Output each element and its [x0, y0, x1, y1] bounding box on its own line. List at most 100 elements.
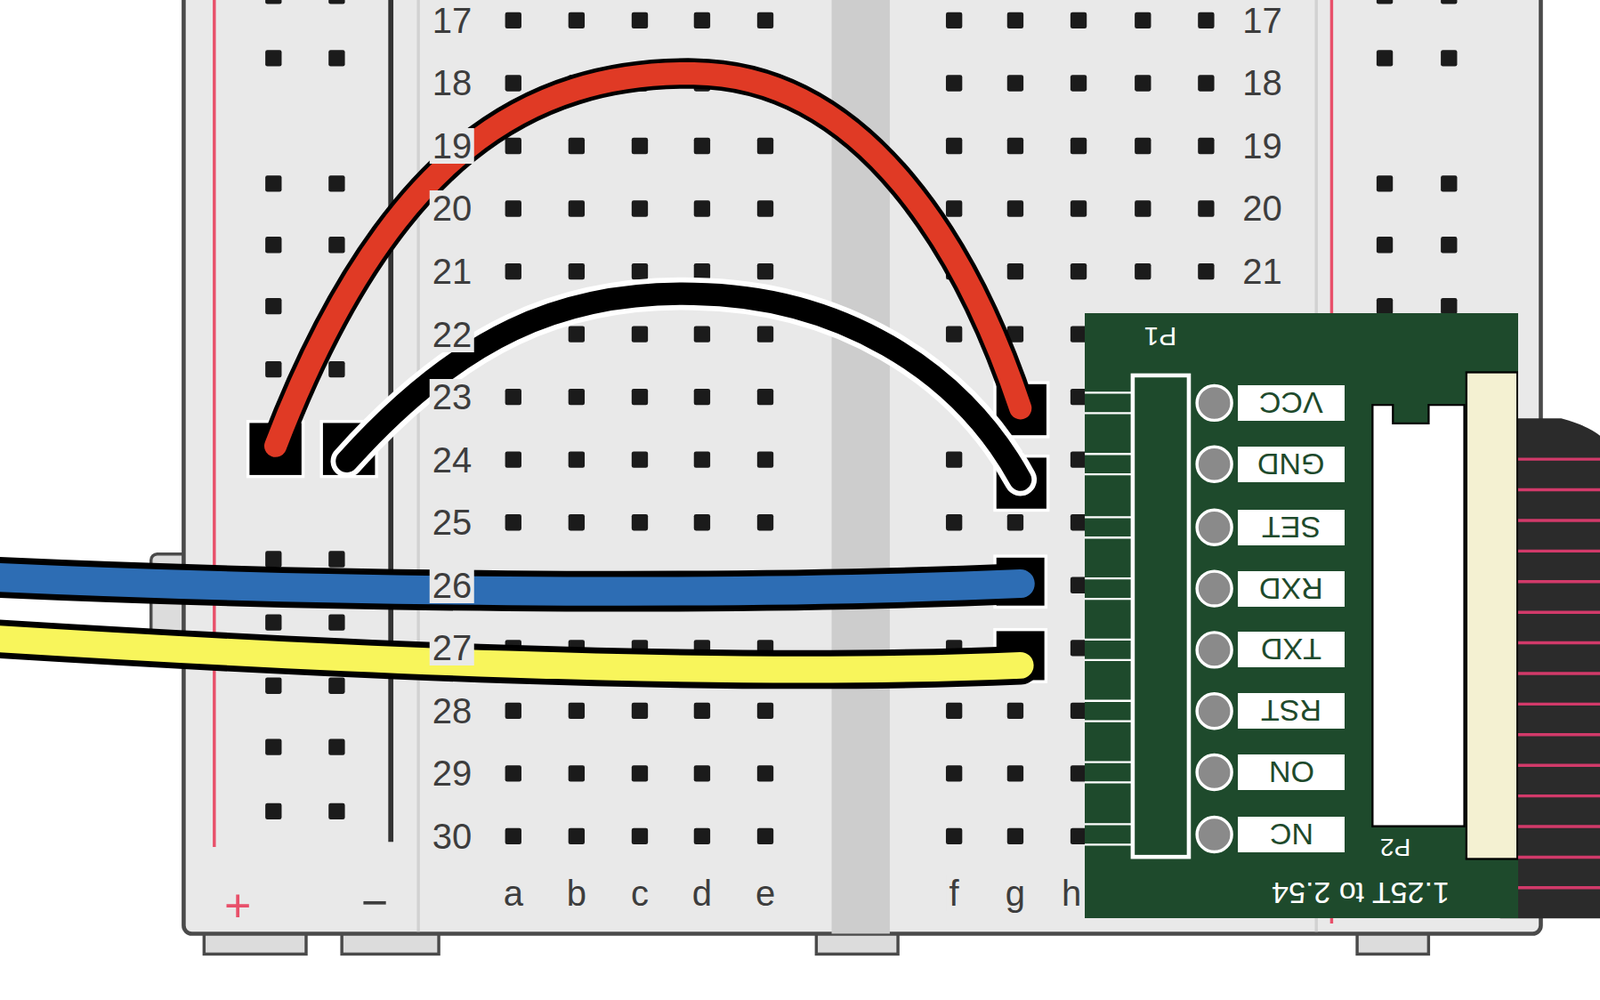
pin-stub	[1084, 391, 1135, 394]
breadboard-hole	[568, 137, 585, 154]
breadboard-hole	[631, 514, 648, 531]
column-letter: c	[628, 875, 652, 912]
breadboard-hole	[945, 137, 962, 154]
breadboard-hole	[694, 388, 711, 405]
ribbon-stripe	[1510, 488, 1600, 492]
breadboard-hole	[945, 200, 962, 217]
ribbon-stripe	[1510, 763, 1600, 767]
row-number: 25	[429, 504, 476, 541]
pin-stub	[1084, 536, 1135, 539]
breadboard-hole	[1134, 74, 1151, 91]
breadboard-hole	[1197, 12, 1214, 29]
breadboard-hole	[1134, 137, 1151, 154]
ribbon-stripe	[1510, 580, 1600, 583]
rail-hole	[265, 175, 282, 192]
pin-label: ON	[1268, 757, 1315, 788]
breadboard-hole	[945, 452, 962, 469]
rail-hole	[265, 0, 282, 5]
rail-hole	[265, 49, 282, 66]
rail-hole	[265, 361, 282, 378]
breadboard-hole	[568, 828, 585, 845]
rail-divider	[416, 0, 420, 932]
breadboard-hole	[631, 200, 648, 217]
row-number: 30	[429, 818, 476, 855]
red-wire-outline	[275, 73, 1021, 447]
breadboard-hole	[1070, 263, 1087, 280]
breadboard-hole	[568, 12, 585, 29]
breadboard-hole	[694, 12, 711, 29]
breadboard-hole	[1007, 703, 1024, 720]
breadboard-hole	[1197, 263, 1214, 280]
breadboard-hole	[505, 828, 522, 845]
pin-stub	[1084, 452, 1135, 455]
pin-label-box: VCC	[1237, 385, 1345, 421]
wires	[0, 73, 1021, 671]
ribbon-stripe	[1510, 824, 1600, 828]
solder-pad	[1196, 694, 1232, 729]
row-number: 28	[429, 693, 476, 729]
row-number: 17	[429, 2, 476, 39]
breadboard-hole	[505, 74, 522, 91]
pin-stub	[1084, 473, 1135, 476]
solder-pad	[1196, 571, 1232, 607]
ribbon-stripe	[1510, 549, 1600, 553]
breadboard-hole	[1134, 200, 1151, 217]
pin-label: VCC	[1259, 387, 1324, 419]
column-letter: e	[752, 875, 778, 912]
red-wire	[275, 73, 1021, 447]
board-label: 1.25T to 2.54	[1271, 878, 1450, 909]
breadboard-hole	[505, 452, 522, 469]
pin-stub	[1084, 638, 1135, 641]
breadboard-hole	[568, 452, 585, 469]
breadboard-hole	[1007, 828, 1024, 845]
rail-hole	[1376, 175, 1393, 192]
breadboard-hole	[757, 137, 774, 154]
board-label: P2	[1379, 834, 1410, 860]
row-number: 29	[429, 755, 476, 792]
pin-stub	[1084, 823, 1135, 825]
pin-header	[1132, 375, 1189, 857]
breadboard-hole	[505, 514, 522, 531]
ribbon-stripe	[1510, 518, 1600, 522]
ribbon-stripe	[1510, 856, 1600, 859]
pin-stub	[1084, 412, 1135, 414]
breadboard-hole	[694, 325, 711, 342]
solder-pad	[1196, 385, 1232, 421]
breadboard-hole	[1007, 200, 1024, 217]
breadboard-hole	[505, 137, 522, 154]
breadboard-hole	[631, 765, 648, 782]
ribbon-stripe	[1510, 733, 1600, 736]
breadboard-hole	[757, 452, 774, 469]
breadboard-hole	[757, 263, 774, 280]
rail-hole	[328, 236, 345, 253]
ribbon-stripe	[1510, 641, 1600, 645]
pin-label-box: NC	[1237, 816, 1345, 853]
rail-hole	[265, 298, 282, 315]
breadboard-hole	[694, 765, 711, 782]
row-number: 24	[429, 442, 476, 478]
pin-stub	[1084, 700, 1135, 703]
row-number: 17	[1239, 2, 1285, 39]
row-number: 22	[429, 316, 476, 353]
rail-hole	[328, 738, 345, 755]
breadboard-hole	[757, 514, 774, 531]
column-letter: f	[946, 875, 962, 912]
pin-label: GND	[1257, 449, 1326, 480]
breadboard-hole	[945, 74, 962, 91]
rail-hole	[265, 236, 282, 253]
rail-hole	[1440, 236, 1457, 253]
solder-pad	[1196, 632, 1232, 668]
breadboard-hole	[631, 263, 648, 280]
breadboard-hole	[1134, 263, 1151, 280]
column-letter: a	[501, 875, 526, 912]
breadboard-hole	[1007, 137, 1024, 154]
black-wire-outline	[347, 293, 1021, 480]
breadboard-hole	[568, 388, 585, 405]
breadboard-hole	[694, 514, 711, 531]
breadboard-hole	[945, 765, 962, 782]
breadboard-hole	[1197, 74, 1214, 91]
column-letter: d	[689, 875, 715, 912]
pin-label-box: SET	[1237, 509, 1345, 546]
